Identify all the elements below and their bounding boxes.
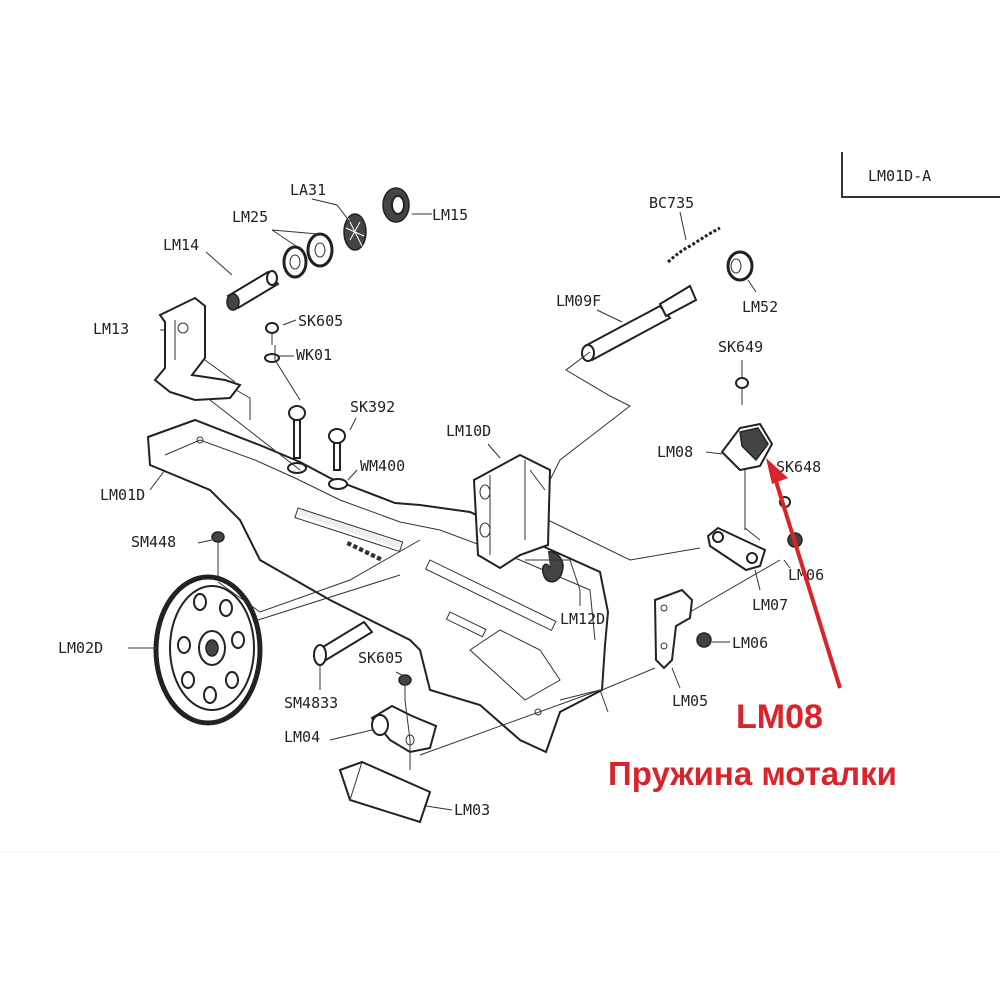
part-lm03 <box>338 760 432 824</box>
gear-lm15 <box>382 187 410 223</box>
label-lm01d: LM01D <box>100 486 145 504</box>
label-lm07: LM07 <box>752 596 788 614</box>
annotation-code: LM08 <box>736 698 823 736</box>
label-lm03: LM03 <box>454 801 490 819</box>
bracket-lm05 <box>653 588 694 670</box>
annotation-description: Пружина моталки <box>608 755 897 792</box>
label-sm448: SM448 <box>131 533 176 551</box>
nut-lm06-lower <box>696 632 712 648</box>
spring-bc735 <box>667 226 721 264</box>
label-bc735: BC735 <box>649 194 694 212</box>
wheel-la31 <box>343 213 367 251</box>
screw-sk649 <box>735 377 749 405</box>
screw-sk392-left <box>287 405 307 474</box>
drawing-tag: LM01D-A <box>841 152 1000 198</box>
label-sk605-bottom: SK605 <box>358 649 403 667</box>
washers-lm25 <box>282 232 334 279</box>
shaft-lm09f <box>581 284 698 362</box>
spring-lm12d <box>525 551 581 591</box>
part-lm08 <box>720 422 774 472</box>
label-lm04: LM04 <box>284 728 320 746</box>
assembly-lines <box>209 345 781 770</box>
drawing-tag-label: LM01D-A <box>868 167 931 185</box>
bushing-lm52 <box>726 250 754 282</box>
screw-sk392 <box>328 428 348 490</box>
label-lm13: LM13 <box>93 320 129 338</box>
label-leaders <box>128 198 791 811</box>
shaft-lm14 <box>226 270 280 311</box>
label-wk01: WK01 <box>296 346 332 364</box>
screw-sk605-top <box>264 322 280 363</box>
label-sk648: SK648 <box>776 458 821 476</box>
pulley-lm02d <box>153 574 263 726</box>
label-lm05: LM05 <box>672 692 708 710</box>
label-lm52: LM52 <box>742 298 778 316</box>
pin-sm4833 <box>313 620 374 666</box>
lever-lm07 <box>706 526 767 572</box>
label-lm12d: LM12D <box>560 610 605 628</box>
label-sm4833: SM4833 <box>284 694 338 712</box>
label-lm02d: LM02D <box>58 639 103 657</box>
label-la31: LA31 <box>290 181 326 199</box>
screw-sm448 <box>211 531 225 582</box>
annotation-arrow <box>766 458 842 689</box>
label-sk649: SK649 <box>718 338 763 356</box>
label-lm15: LM15 <box>432 206 468 224</box>
label-sk605-top: SK605 <box>298 312 343 330</box>
label-lm09f: LM09F <box>556 292 601 310</box>
label-lm06-lower: LM06 <box>732 634 768 652</box>
bracket-lm13 <box>153 296 242 402</box>
label-sk392: SK392 <box>350 398 395 416</box>
label-wm400: WM400 <box>360 457 405 475</box>
screw-sk605-bottom <box>398 674 412 700</box>
label-lm08: LM08 <box>657 443 693 461</box>
bracket-lm10d <box>472 453 552 570</box>
label-lm25: LM25 <box>232 208 268 226</box>
part-lm04 <box>370 704 438 754</box>
label-lm10d: LM10D <box>446 422 491 440</box>
label-lm14: LM14 <box>163 236 199 254</box>
